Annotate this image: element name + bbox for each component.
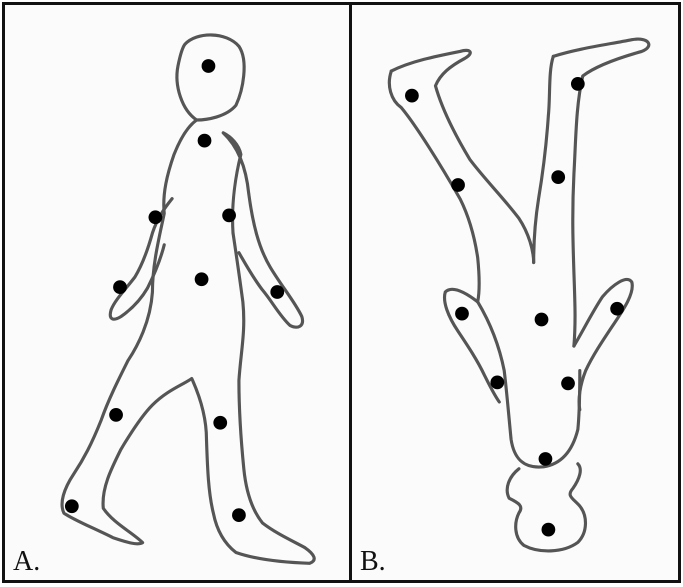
marker-hip <box>535 313 549 327</box>
marker-left-wrist <box>113 280 127 294</box>
marker-right-knee <box>551 170 565 184</box>
marker-hip <box>195 272 209 286</box>
walker-markers <box>5 5 349 580</box>
marker-left-ankle <box>405 89 419 103</box>
marker-left-ankle <box>65 499 79 513</box>
marker-right-wrist <box>610 302 624 316</box>
marker-right-wrist <box>270 285 284 299</box>
marker-shoulder <box>539 452 553 466</box>
marker-right-elbow <box>222 208 236 222</box>
marker-right-elbow <box>561 376 575 390</box>
marker-head <box>202 59 216 73</box>
panel-a: A. <box>2 2 352 583</box>
panel-b: B. <box>349 2 681 583</box>
panel-a-label: A. <box>13 548 40 576</box>
marker-left-knee <box>451 178 465 192</box>
marker-left-elbow <box>490 375 504 389</box>
panel-b-label: B. <box>360 548 386 576</box>
marker-left-knee <box>109 408 123 422</box>
marker-left-wrist <box>455 307 469 321</box>
marker-right-knee <box>213 416 227 430</box>
inverted-markers <box>352 5 678 580</box>
marker-shoulder <box>198 134 212 148</box>
marker-left-elbow <box>148 210 162 224</box>
marker-right-ankle <box>232 508 246 522</box>
marker-head <box>542 523 556 537</box>
marker-right-ankle <box>571 77 585 91</box>
